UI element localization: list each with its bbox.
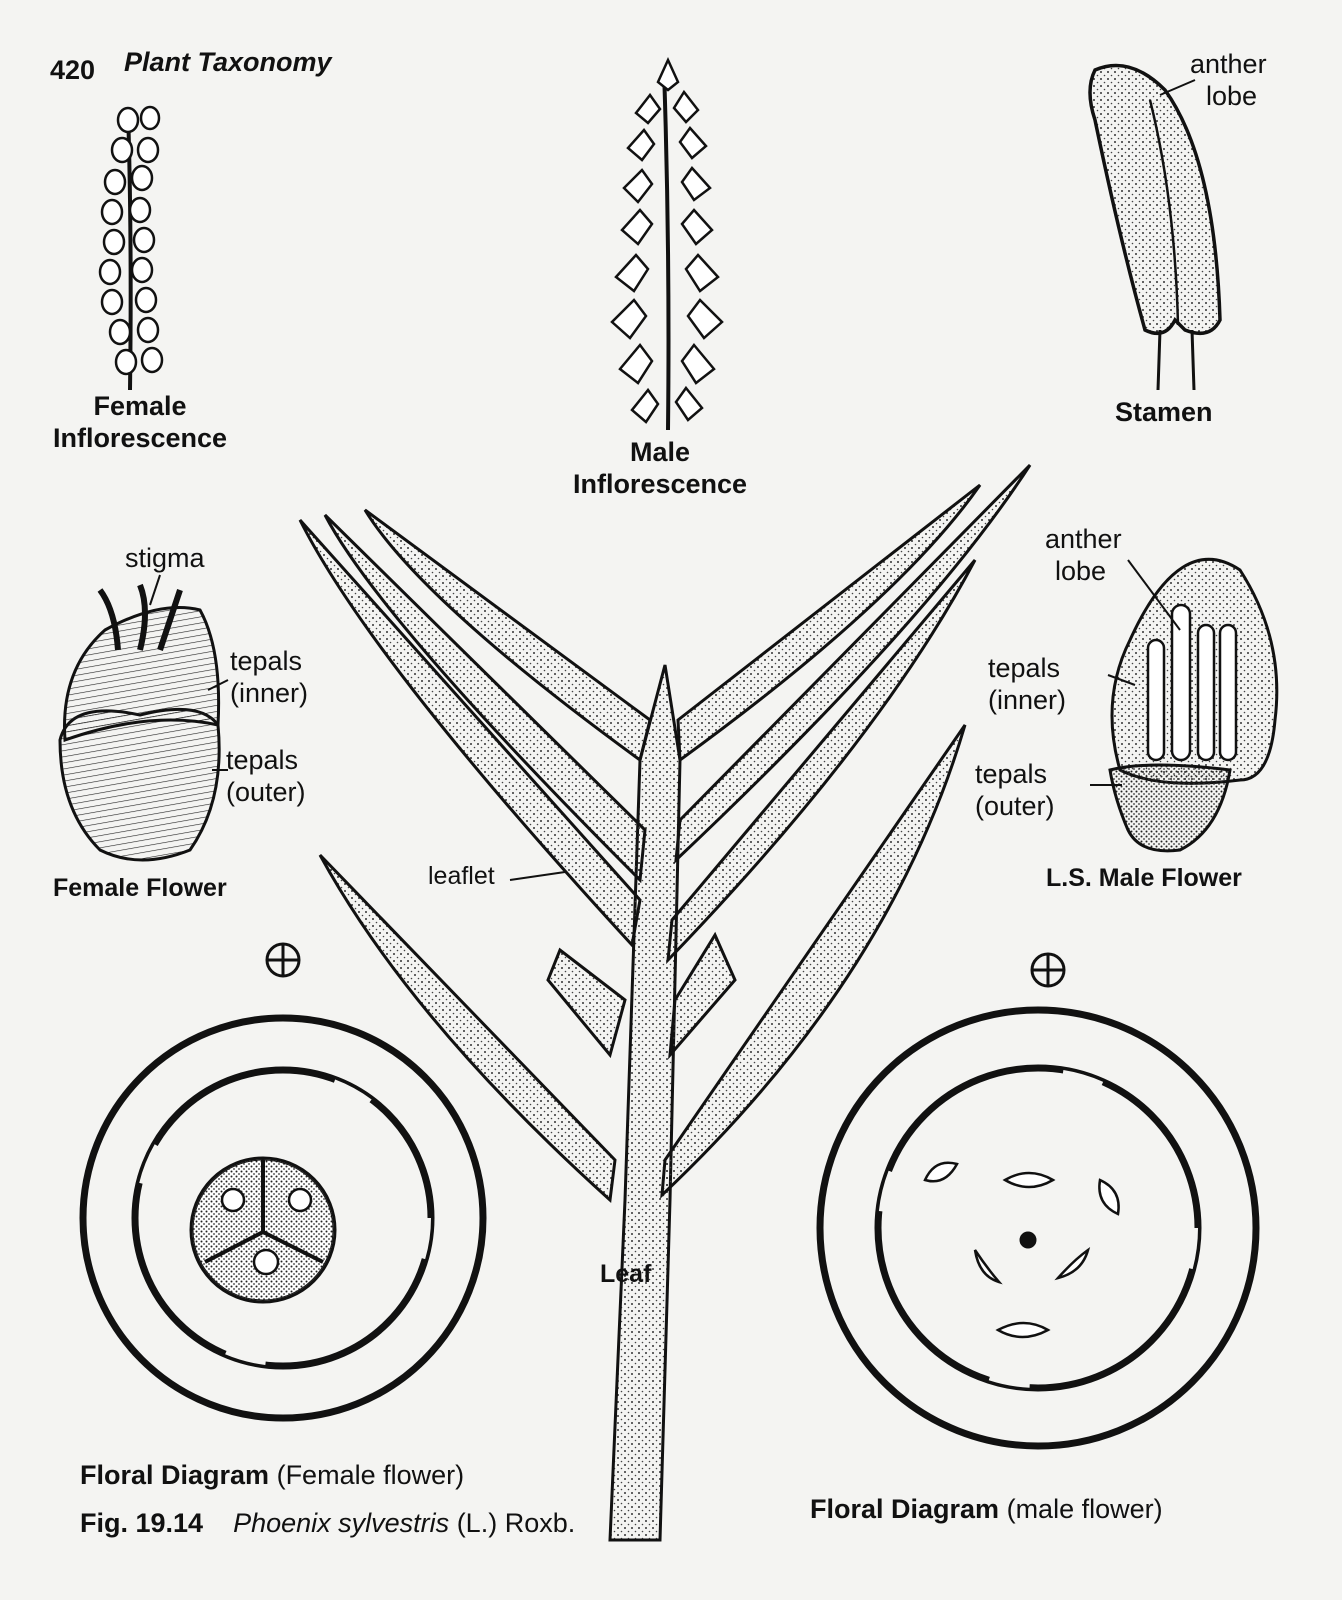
page-number: 420: [50, 55, 96, 85]
male-inflorescence-drawing: [610, 56, 724, 431]
female-flower-drawing: [58, 583, 221, 862]
figure-caption: Fig. 19.14 Phoenix sylvestris (L.) Roxb.: [80, 1508, 576, 1538]
male-tepals-outer-label: tepals (outer): [975, 759, 1055, 821]
leaf-label: Leaf: [600, 1260, 652, 1288]
female-tepals-outer-label: tepals (outer): [226, 745, 306, 807]
female-inflorescence-drawing: [98, 105, 164, 391]
stamen-label: Stamen: [1115, 397, 1213, 427]
floral-diagram-female-caption: Floral Diagram (Female flower): [80, 1460, 465, 1490]
leader-lines: [149, 79, 1196, 881]
female-floral-diagram-drawing: [79, 942, 487, 1422]
stamen-anther-lobe-label: anther lobe: [1190, 49, 1267, 111]
male-anther-lobe-label: anther lobe: [1045, 524, 1122, 586]
male-floral-diagram-drawing: [816, 952, 1260, 1450]
male-inflorescence-label: Male Inflorescence: [572, 437, 748, 499]
female-tepals-inner-label: tepals (inner): [230, 646, 309, 708]
male-tepals-inner-label: tepals (inner): [988, 653, 1067, 715]
female-inflorescence-label: Female Inflorescence: [52, 391, 228, 453]
floral-diagram-male-caption: Floral Diagram (male flower): [810, 1494, 1163, 1524]
female-flower-label: Female Flower: [53, 874, 227, 902]
ls-male-flower-drawing: [1108, 557, 1279, 853]
stamen-drawing: [1088, 63, 1222, 391]
stigma-label: stigma: [125, 543, 205, 573]
leaf-drawing: [298, 463, 1032, 1542]
book-title: Plant Taxonomy: [124, 47, 332, 77]
leaflet-label: leaflet: [428, 862, 495, 890]
ls-male-flower-label: L.S. Male Flower: [1046, 864, 1242, 892]
